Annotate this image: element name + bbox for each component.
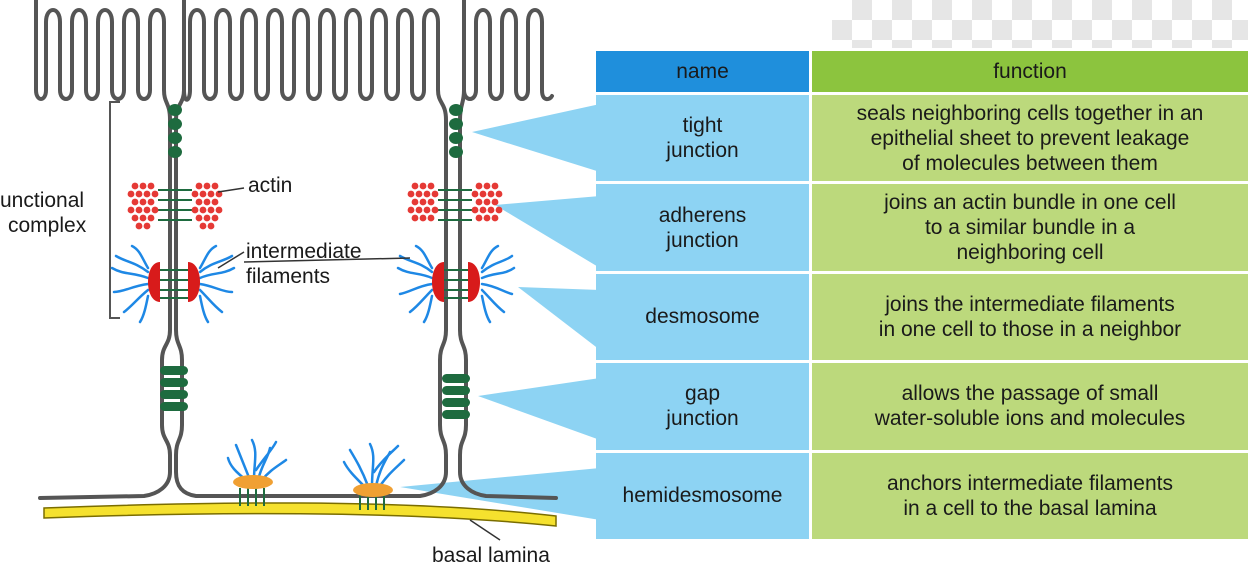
pointer-tight-junction — [472, 104, 600, 172]
membrane-cell-left — [34, 0, 172, 500]
actin-bundle-left-b — [191, 182, 223, 230]
actin-bundle-left-a — [127, 182, 159, 230]
header-function: function — [812, 51, 1248, 92]
junction-function-table: name function tight junction seals neigh… — [596, 51, 1248, 539]
label-junctional-complex-line1: unctional — [0, 189, 84, 212]
label-basal-lamina: basal lamina — [432, 544, 550, 567]
gap-junction-left — [160, 366, 188, 375]
label-actin: actin — [248, 174, 292, 197]
row-function-desmosome: joins the intermediate filaments in one … — [812, 273, 1248, 361]
pointer-hemidesmosome — [400, 468, 600, 520]
adherens-junction-linkers — [158, 189, 472, 221]
label-intermediate-filaments-line2: filaments — [246, 265, 330, 288]
desmosome-plaques — [148, 262, 480, 302]
actin-bundle-right-a — [407, 182, 439, 222]
tight-junctions — [168, 104, 463, 158]
row-function-gap-junction: allows the passage of small water-solubl… — [812, 363, 1248, 450]
intermediate-filaments — [110, 244, 516, 488]
row-name-hemidesmosome: hemidesmosome — [596, 452, 809, 539]
row-function-hemidesmosome: anchors intermediate filaments in a cell… — [812, 452, 1248, 539]
row-name-tight-junction: tight junction — [596, 95, 809, 182]
row-name-adherens-junction: adherens junction — [596, 184, 809, 271]
tight-junction-left — [168, 104, 182, 116]
checkerboard-background — [832, 0, 1248, 48]
membrane-cell-middle-a — [174, 0, 448, 498]
actin-bundle-right-b — [471, 182, 503, 222]
pointer-gap-junction — [478, 378, 600, 440]
hemidesmosome-plaque-left — [233, 475, 273, 489]
label-intermediate-filaments-line1: intermediate — [246, 240, 362, 263]
row-name-desmosome: desmosome — [596, 273, 809, 361]
row-function-tight-junction: seals neighboring cells together in an e… — [812, 95, 1248, 182]
label-junctional-complex-line2: complex — [8, 214, 87, 237]
header-name: name — [596, 51, 809, 92]
gap-junctions — [160, 366, 470, 419]
pointer-adherens-junction — [495, 196, 600, 268]
junctional-complex-bracket — [109, 101, 120, 319]
basal-lamina — [43, 502, 557, 527]
pointer-desmosome — [518, 287, 600, 350]
membrane-cell-right — [458, 0, 558, 500]
pointer-wedges — [400, 104, 600, 520]
label-leaders — [217, 187, 501, 541]
hemidesmosomes — [233, 475, 393, 510]
desmosome-linkers — [160, 269, 468, 299]
tight-junction-right — [449, 104, 463, 116]
row-function-adherens-junction: joins an actin bundle in one cell to a s… — [812, 184, 1248, 271]
row-name-gap-junction: gap junction — [596, 363, 809, 450]
actin-bundles — [127, 182, 503, 230]
gap-junction-right — [442, 374, 470, 383]
hemidesmosome-plaque-right — [353, 483, 393, 497]
